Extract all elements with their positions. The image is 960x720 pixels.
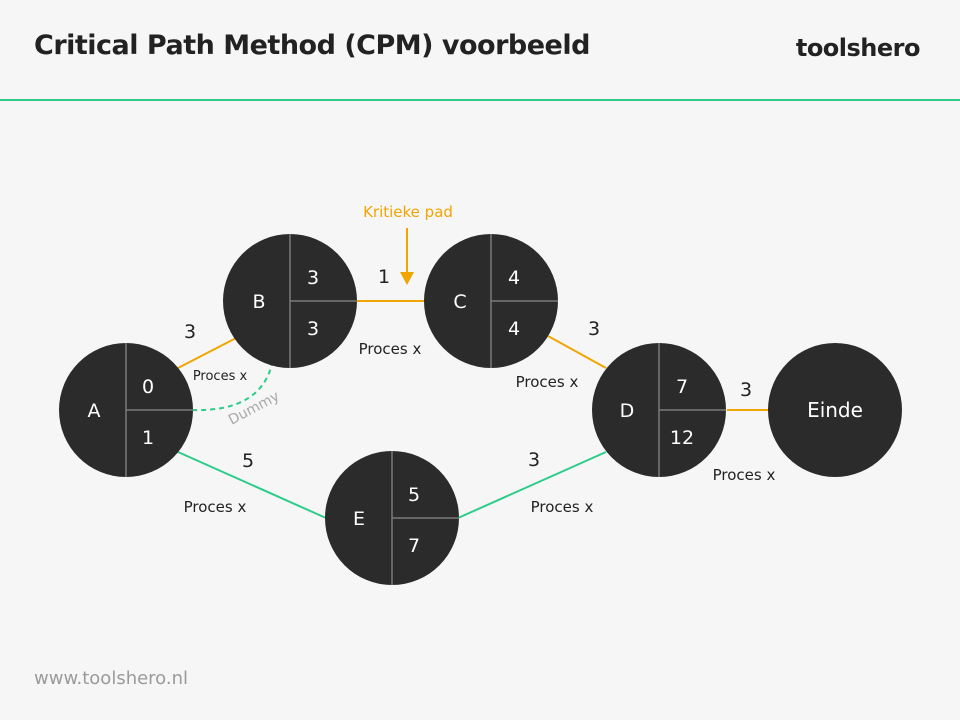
node-a-latest: 1 xyxy=(142,427,154,449)
node-b: B 3 3 xyxy=(223,234,357,368)
node-end-label: Einde xyxy=(807,398,863,422)
node-e-latest: 7 xyxy=(408,535,420,557)
edge-a-b-duration: 3 xyxy=(184,321,196,343)
edge-c-d-label: Proces x xyxy=(516,373,579,391)
edge-d-end-label: Proces x xyxy=(713,466,776,484)
node-d-latest: 12 xyxy=(670,427,694,449)
edge-d-end-duration: 3 xyxy=(740,379,752,401)
edge-e-d xyxy=(457,451,607,519)
node-c-earliest: 4 xyxy=(508,267,520,289)
critical-path-arrow-head xyxy=(400,272,414,285)
node-c: C 4 4 xyxy=(424,234,558,368)
footer-url: www.toolshero.nl xyxy=(34,668,189,689)
edge-e-d-label: Proces x xyxy=(531,498,594,516)
node-b-label: B xyxy=(252,291,265,313)
page-title: Critical Path Method (CPM) voorbeeld xyxy=(34,30,590,61)
node-e: E 5 7 xyxy=(325,451,459,585)
node-a: A 0 1 xyxy=(59,343,193,477)
edge-a-e-duration: 5 xyxy=(242,450,254,472)
edge-b-c-duration: 1 xyxy=(378,266,390,288)
edge-e-d-duration: 3 xyxy=(528,449,540,471)
node-e-label: E xyxy=(353,508,365,530)
edge-dummy xyxy=(191,363,273,412)
node-d-label: D xyxy=(620,400,635,422)
node-end: Einde xyxy=(768,343,902,477)
edge-a-b-label: Proces x xyxy=(193,369,248,384)
node-b-earliest: 3 xyxy=(307,267,319,289)
node-c-latest: 4 xyxy=(508,318,520,340)
node-c-label: C xyxy=(453,291,466,313)
edge-a-e-label: Proces x xyxy=(184,498,247,516)
node-e-earliest: 5 xyxy=(408,484,420,506)
node-a-earliest: 0 xyxy=(142,376,154,398)
node-d-earliest: 7 xyxy=(676,376,688,398)
node-b-latest: 3 xyxy=(307,318,319,340)
edge-a-e xyxy=(177,451,327,519)
edge-a-b xyxy=(177,335,241,369)
edge-c-d-duration: 3 xyxy=(588,318,600,340)
edge-c-d xyxy=(547,335,607,369)
header-divider xyxy=(0,99,960,101)
node-a-label: A xyxy=(88,400,101,422)
node-d: D 7 12 xyxy=(592,343,726,477)
brand-logo: toolshero xyxy=(795,34,921,62)
edge-b-c-label: Proces x xyxy=(359,340,422,358)
critical-path-label: Kritieke pad xyxy=(363,203,453,221)
